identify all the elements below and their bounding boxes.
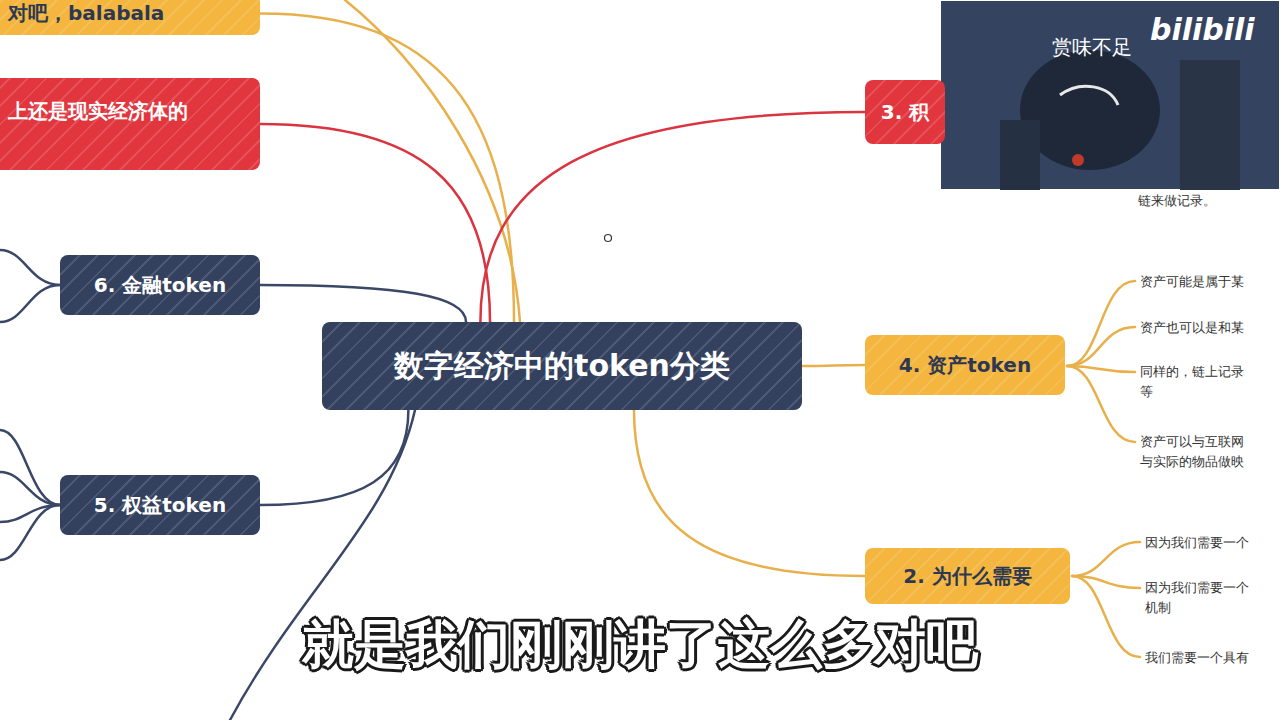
branch-connector	[802, 365, 865, 366]
branch-connector	[260, 285, 466, 322]
leaf-text: 资产也可以是和某	[1140, 318, 1272, 338]
video-subtitle: 就是我们刚刚讲了这么多对吧	[0, 610, 1280, 680]
topic-box: 2. 为什么需要	[865, 548, 1070, 604]
leaf-line	[0, 505, 60, 560]
topic-box: 3. 积	[865, 80, 945, 144]
leaf-line	[0, 430, 60, 505]
leaf-line	[1067, 327, 1135, 366]
leaf-line	[0, 285, 60, 322]
leaf-text: 链来做记录。	[1138, 191, 1270, 211]
branch-connector	[634, 410, 865, 576]
central-topic: 数字经济中的token分类	[322, 322, 802, 410]
leaf-text: 我们需要一个具有	[1145, 648, 1273, 668]
leaf-line	[0, 472, 60, 505]
site-watermark: bilibili	[1150, 12, 1255, 47]
leaf-line	[1072, 542, 1140, 576]
cursor-dot	[605, 235, 612, 242]
topic-box: 对吧，balabala	[0, 0, 260, 35]
node-text: 数字经济中的token分类	[394, 346, 730, 387]
node-text: 对吧，balabala	[8, 0, 164, 27]
uploader-watermark: 赏味不足	[1052, 34, 1132, 61]
leaf-line	[0, 250, 60, 285]
branch-connector	[260, 124, 490, 322]
node-text: 5. 权益token	[94, 492, 226, 519]
leaf-line	[1072, 576, 1140, 657]
topic-box: 4. 资产token	[865, 335, 1065, 395]
leaf-text: 资产可能是属于某	[1140, 272, 1272, 292]
leaf-text: 资产可以与互联网 与实际的物品做映	[1140, 432, 1272, 472]
topic-box: 6. 金融token	[60, 255, 260, 315]
leaf-line	[1067, 281, 1135, 366]
node-text: 3. 积	[881, 99, 929, 126]
topic-box: 5. 权益token	[60, 475, 260, 535]
branch-connector	[260, 14, 514, 323]
leaf-line	[1067, 366, 1135, 442]
node-text: 上还是现实经济体的	[8, 98, 188, 125]
leaf-text: 同样的，链上记录 等	[1140, 362, 1272, 402]
leaf-text: 因为我们需要一个 机制	[1145, 578, 1273, 618]
branch-connector	[260, 410, 408, 505]
video-overlay	[940, 0, 1280, 190]
node-text: 6. 金融token	[94, 272, 226, 299]
node-text: 2. 为什么需要	[903, 563, 1031, 590]
topic-box: 上还是现实经济体的	[0, 78, 260, 170]
leaf-text: 因为我们需要一个	[1145, 533, 1273, 553]
node-text: 4. 资产token	[899, 352, 1031, 379]
branch-connector	[480, 112, 865, 322]
